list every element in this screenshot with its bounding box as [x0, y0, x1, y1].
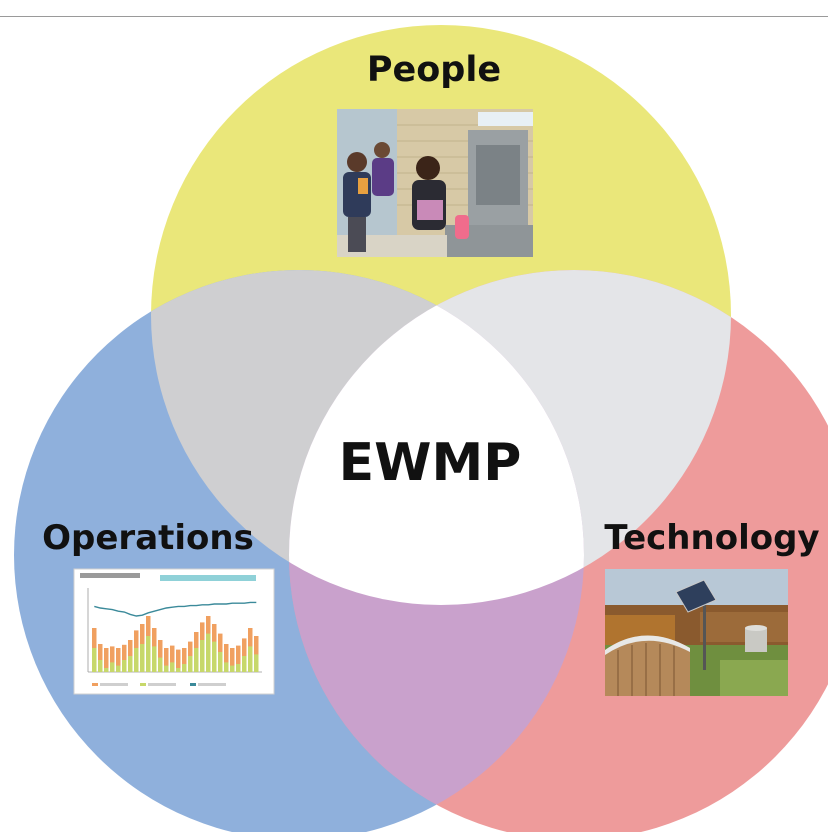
chart-bar-green [206, 633, 211, 672]
operations-chart-bars [92, 616, 259, 672]
chart-bar-green [122, 660, 127, 672]
chart-bar-green [218, 652, 223, 672]
chart-bar-orange [122, 644, 127, 672]
chart-bar-green [92, 648, 97, 672]
chart-bar-orange [176, 649, 181, 672]
chart-bar-orange [116, 648, 121, 672]
operations-chart [73, 568, 275, 695]
chart-bar-green [140, 644, 145, 672]
all-three-overlap [289, 270, 584, 605]
triple-overlap-group-1 [289, 270, 584, 605]
chart-bar-green [110, 662, 115, 672]
technology-photo [605, 569, 788, 696]
chart-bar-green [104, 668, 109, 672]
chart-bar-orange [170, 645, 175, 672]
chart-bar-orange [224, 644, 229, 672]
chart-bar-green [242, 656, 247, 672]
chart-bar-orange [98, 644, 103, 672]
chart-bar-green [176, 668, 181, 672]
operations-label: Operations [42, 518, 254, 558]
chart-bar-orange [104, 648, 109, 672]
chart-bar-green [224, 662, 229, 672]
triple-overlap-group-2 [289, 270, 584, 605]
technology-label: Technology [604, 518, 819, 558]
chart-bar-green [128, 656, 133, 672]
chart-bar-green [146, 636, 151, 672]
chart-bar-orange [230, 648, 235, 672]
chart-bar-green [158, 657, 163, 672]
chart-bar-green [152, 646, 157, 672]
chart-bar-green [230, 665, 235, 672]
chart-bar-green [236, 664, 241, 672]
chart-bar-green [200, 640, 205, 672]
people-photo [337, 109, 533, 257]
chart-bar-orange [236, 645, 241, 672]
chart-bar-green [194, 648, 199, 672]
operations-chart-line [94, 601, 257, 617]
people-label: People [367, 50, 501, 90]
chart-bar-green [212, 641, 217, 672]
chart-bar-orange [110, 646, 115, 672]
chart-bar-orange [158, 640, 163, 672]
chart-bar-orange [254, 636, 259, 672]
chart-bar-green [170, 662, 175, 672]
chart-bar-green [98, 660, 103, 672]
chart-bar-green [182, 664, 187, 672]
chart-bar-green [134, 648, 139, 672]
chart-bar-green [254, 654, 259, 672]
chart-bar-green [188, 656, 193, 672]
chart-bar-orange [182, 648, 187, 672]
chart-bar-green [116, 665, 121, 672]
chart-bar-green [164, 665, 169, 672]
center-label: EWMP [339, 433, 522, 493]
chart-bar-orange [242, 638, 247, 672]
chart-bar-orange [164, 648, 169, 672]
chart-bar-green [248, 646, 253, 672]
